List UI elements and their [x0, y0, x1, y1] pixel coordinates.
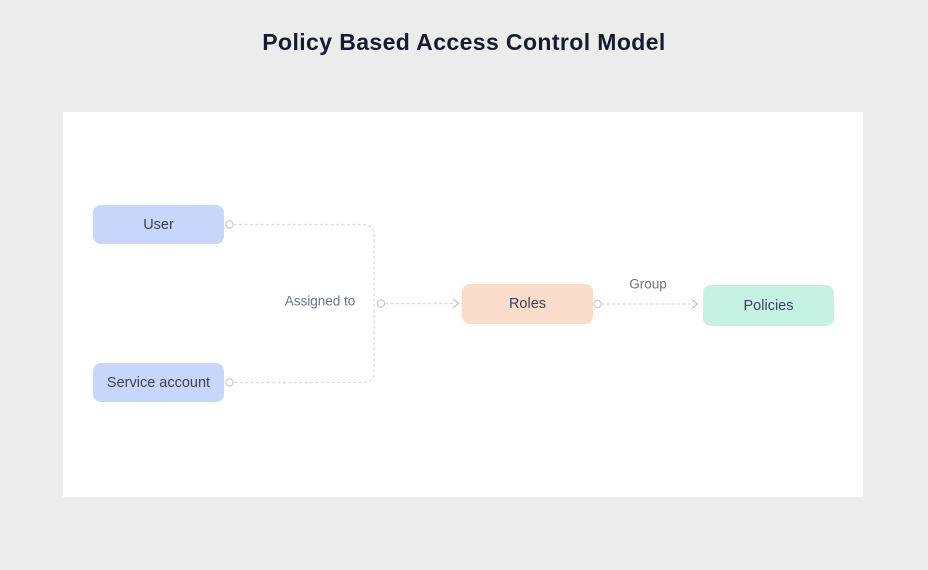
node-service-account[interactable]: Service account	[93, 363, 224, 402]
connector-handle-icon	[593, 299, 602, 309]
arrowhead-icon	[691, 298, 699, 310]
arrowhead-icon	[452, 298, 460, 309]
node-roles-label: Roles	[508, 296, 547, 312]
edges-layer	[225, 220, 699, 387]
connector-handle-icon	[225, 220, 234, 229]
node-policies[interactable]: Policies	[703, 285, 834, 326]
diagram-canvas: User Service account Roles Policies Assi…	[63, 112, 863, 497]
node-user[interactable]: User	[93, 205, 224, 244]
connector-handle-icon	[376, 299, 386, 308]
node-service-account-label: Service account	[106, 374, 211, 391]
node-policies-label: Policies	[743, 297, 794, 314]
node-user-label: User	[143, 216, 174, 233]
edge-label-group: Group	[629, 276, 667, 292]
edge-label-assigned-to: Assigned to	[284, 293, 356, 309]
diagram-title: Policy Based Access Control Model	[262, 29, 666, 55]
node-roles[interactable]: Roles	[462, 284, 593, 324]
connector-handle-icon	[225, 378, 234, 387]
